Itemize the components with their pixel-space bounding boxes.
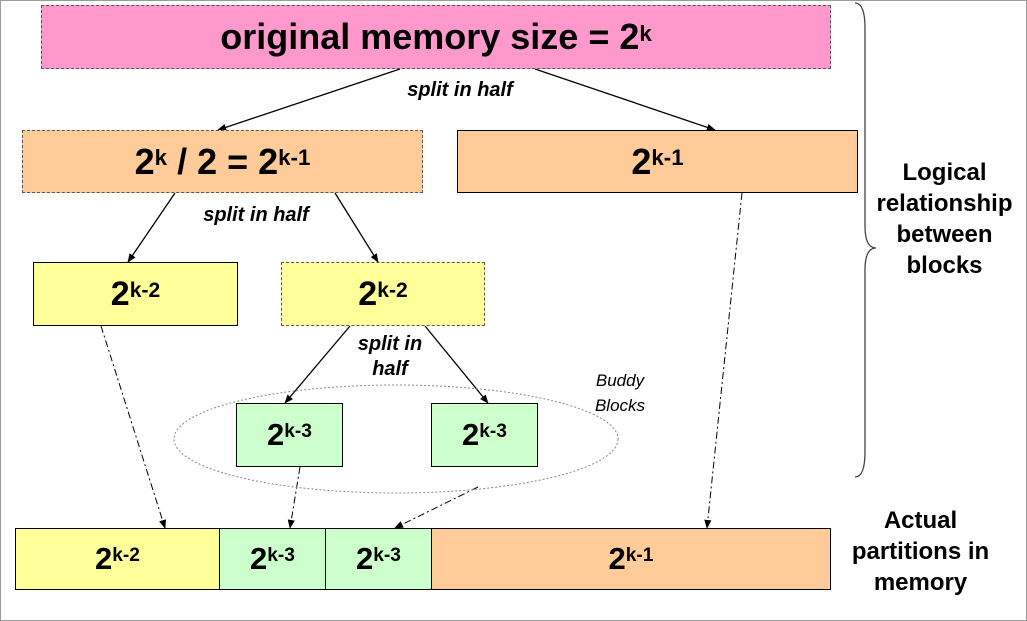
logical-line-4: blocks <box>906 252 983 279</box>
arrow-half-to-quarter-left <box>127 192 176 263</box>
arrow-quarter-to-eighth-left <box>284 325 351 404</box>
half-left-mid: / 2 = 2 <box>167 140 279 182</box>
logical-line-2: relationship <box>876 190 1013 217</box>
half-left-base-a: 2 <box>134 140 155 182</box>
buddy-label-line1: Buddy <box>595 371 645 390</box>
quarter-right-base: 2 <box>358 274 378 313</box>
quarter-left-base: 2 <box>110 274 130 313</box>
logical-line-1: Logical <box>902 159 987 186</box>
actual-partitions-label: Actual partitions in memory <box>848 505 993 598</box>
map-quarter-left-to-memory <box>100 325 166 529</box>
actual-line-1: Actual <box>883 507 958 534</box>
split-label-3-line2: half <box>372 358 408 380</box>
buddy-blocks-label: Buddy Blocks <box>570 368 670 418</box>
logical-relationship-label: Logical relationship between blocks <box>862 157 1027 281</box>
eighth-right-base: 2 <box>461 417 480 452</box>
map-eighth-left-to-memory <box>287 466 301 529</box>
mem-quarter-base: 2 <box>94 541 113 576</box>
logical-line-3: between <box>896 221 993 248</box>
actual-line-2: partitions in <box>851 538 990 565</box>
root-label: original memory size = 2 <box>220 16 640 57</box>
buddy-blocks-ellipse <box>173 384 619 494</box>
split-label-2: split in half <box>203 204 309 226</box>
split-label-3-line1: split in <box>357 333 423 355</box>
mem-eighth-b-base: 2 <box>355 541 374 576</box>
mem-half-base: 2 <box>608 541 626 576</box>
buddy-label-line2: Blocks <box>594 396 646 415</box>
arrow-quarter-to-eighth-right <box>424 325 489 404</box>
logical-brace <box>854 2 877 478</box>
split-label-1: split in half <box>407 79 513 101</box>
actual-line-3: memory <box>873 569 968 596</box>
map-eighth-right-to-memory <box>394 486 479 529</box>
arrow-root-to-left <box>217 68 401 131</box>
half-right-base: 2 <box>631 140 652 182</box>
arrow-half-to-quarter-right <box>334 192 379 263</box>
split-label-3: split in half <box>340 332 440 382</box>
mem-eighth-a-base: 2 <box>249 541 268 576</box>
map-half-right-to-memory <box>704 192 743 529</box>
arrow-root-to-right <box>534 68 716 131</box>
eighth-left-base: 2 <box>266 417 285 452</box>
